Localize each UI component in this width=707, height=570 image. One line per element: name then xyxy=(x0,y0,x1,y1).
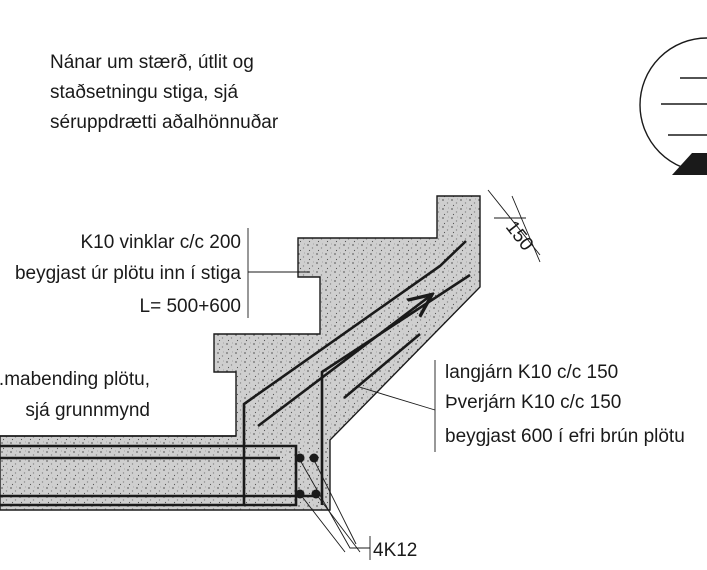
k12-leader-3 xyxy=(299,493,346,553)
slab-and-stair-concrete xyxy=(0,195,481,511)
slab-bar-outer xyxy=(0,444,298,507)
top-note: Nánar um stærð, útlit og staðsetningu st… xyxy=(50,52,279,133)
k10-note-line-2: beygjast úr plötu inn í stiga xyxy=(15,263,241,284)
right-note-line-3: beygjast 600 í efri brún plötu xyxy=(445,426,685,447)
k12-leader-4 xyxy=(315,493,361,553)
plate-note: ...mabending plötu, sjá grunnmynd xyxy=(0,369,150,421)
stair-long-bar-1 xyxy=(242,240,467,505)
section-circle-arc xyxy=(639,37,707,173)
four-k12-note: 4K12 xyxy=(299,459,417,561)
stair-bar-3 xyxy=(343,333,421,399)
top-note-line-1: Nánar um stærð, útlit og xyxy=(50,52,254,73)
dimension-label: 150 xyxy=(501,217,537,255)
k10-note-line-3: L= 500+600 xyxy=(140,296,241,317)
dimension-line-b xyxy=(511,195,541,263)
k12-leader-2 xyxy=(313,459,357,545)
top-note-line-2: staðsetningu stiga, sjá xyxy=(50,82,238,103)
langjarn-note: langjárn K10 c/c 150 Þverjárn K10 c/c 15… xyxy=(355,360,685,452)
plate-note-line-2: sjá grunnmynd xyxy=(25,400,150,421)
k12-leader-1 xyxy=(299,459,370,549)
rebar-dot-2 xyxy=(309,453,319,463)
right-note-line-2: Þverjárn K10 c/c 150 xyxy=(445,392,621,413)
reinforcement xyxy=(0,240,471,507)
right-leader xyxy=(355,385,436,411)
plate-note-line-1: ...mabending plötu, xyxy=(0,369,150,390)
dimension-extension xyxy=(487,189,541,256)
k10-vinklar-note: K10 vinklar c/c 200 beygjast úr plötu in… xyxy=(15,228,310,318)
top-note-line-3: séruppdrætti aðalhönnuðar xyxy=(50,112,279,133)
k12-label: 4K12 xyxy=(373,540,417,561)
dimension-150: 150 xyxy=(487,189,541,263)
section-triangle-icon xyxy=(672,153,707,175)
rebar-dot-1 xyxy=(295,453,305,463)
stair-bar-arrow xyxy=(257,296,430,428)
right-note-line-1: langjárn K10 c/c 150 xyxy=(445,362,618,383)
section-symbol xyxy=(639,37,707,175)
k10-note-line-1: K10 vinklar c/c 200 xyxy=(80,232,241,253)
